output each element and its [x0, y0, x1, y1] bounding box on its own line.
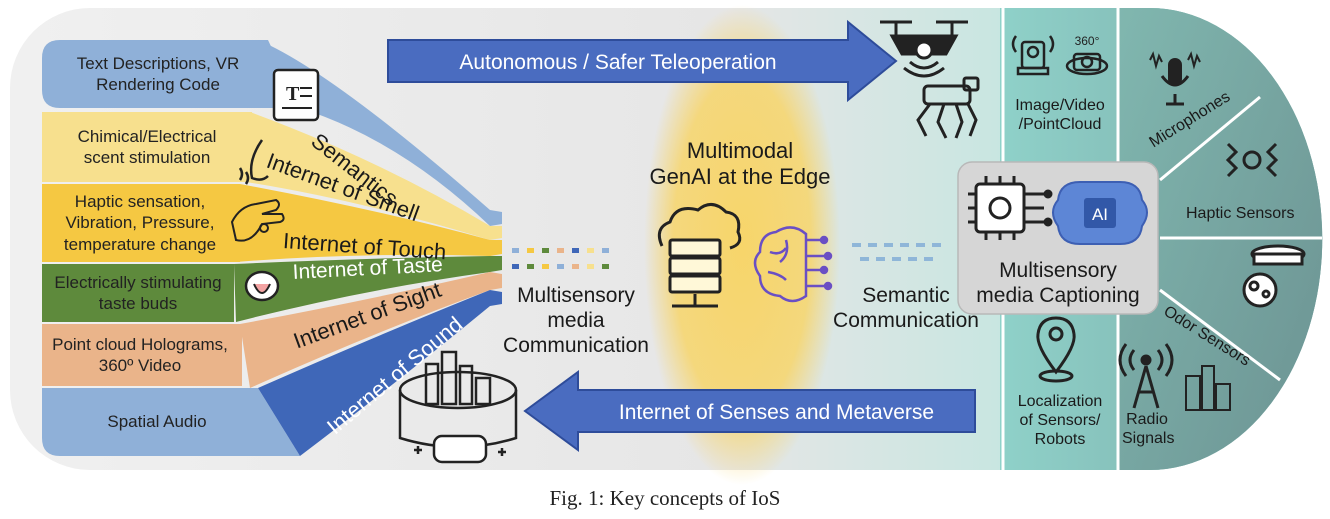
row-sight-text: Point cloud Holograms, 360º Video	[52, 334, 228, 375]
row-smell-text: Chimical/Electrical scent stimulation	[77, 126, 217, 167]
sensor-haptic-label: Haptic Sensors	[1186, 205, 1295, 222]
band-touch	[236, 184, 502, 262]
edge-glow	[644, 5, 840, 485]
processor-chip-icon	[968, 176, 1053, 240]
row-touch-text: Haptic sensation, Vibration, Pressure, t…	[63, 192, 217, 254]
nose-icon	[238, 139, 269, 185]
arrow-top-label: Autonomous / Safer Teleoperation	[459, 51, 777, 74]
camera-icon	[1011, 35, 1055, 76]
row-taste-text: Electrically stimulating taste buds	[54, 272, 222, 313]
location-pin-icon	[1036, 316, 1076, 383]
robot-dog-icon	[916, 76, 980, 139]
odor-sensor-icon	[1242, 244, 1306, 308]
tongue-icon	[244, 270, 280, 302]
ai-brain-icon	[1052, 181, 1148, 245]
figure-caption: Fig. 1: Key concepts of IoS	[549, 486, 781, 510]
row-taste-desc: Electrically stimulating taste buds	[42, 264, 234, 322]
row-touch-desc: Haptic sensation, Vibration, Pressure, t…	[42, 184, 238, 262]
cloud-server-icon	[657, 203, 742, 308]
arrow-bottom-label: Internet of Senses and Metaverse	[618, 401, 935, 424]
sensor-dividers	[1001, 8, 1322, 470]
row-sound-desc: Spatial Audio	[42, 388, 272, 456]
badge-360-label: 360°	[1075, 34, 1100, 48]
hand-icon	[230, 198, 285, 242]
microphone-icon	[1149, 51, 1201, 106]
camera-360-icon	[1065, 52, 1109, 76]
band-taste	[234, 256, 502, 322]
row-sight-desc: Point cloud Holograms, 360º Video	[42, 324, 238, 386]
captioning-label: Multisensory media Captioning	[976, 259, 1140, 308]
band-sight	[240, 272, 502, 388]
row-semantics-desc: Text Descriptions, VR Rendering Code	[42, 40, 274, 108]
data-dots-left	[512, 248, 609, 269]
vr-headset-city-icon	[398, 350, 518, 464]
sensor-localization-label: Localization of Sensors/ Robots	[1017, 393, 1103, 449]
band-sound	[258, 290, 502, 456]
radio-tower-icon	[1118, 343, 1174, 409]
haptic-sensor-icon	[1225, 142, 1279, 178]
city-icon	[1185, 365, 1231, 411]
semantic-comm-label: Semantic Communication	[833, 284, 979, 333]
left-rows	[42, 40, 300, 456]
row-sound-text: Spatial Audio	[107, 412, 207, 432]
arrow-metaverse	[523, 370, 976, 452]
band-smell	[246, 112, 502, 240]
row-semantics-text: Text Descriptions, VR Rendering Code	[76, 53, 240, 94]
arrow-teleoperation	[387, 19, 898, 103]
ai-chip-label: AI	[1092, 205, 1108, 224]
genai-label: Multimodal GenAI at the Edge	[649, 138, 831, 190]
document-icon: T	[272, 68, 320, 122]
sensor-image-label: Image/Video /PointCloud	[1015, 97, 1105, 134]
multisensory-comm-label: Multisensory media Communication	[503, 284, 649, 358]
sensor-radio-label: Radio Signals	[1122, 411, 1175, 448]
drone-icon	[880, 20, 968, 78]
svg-text:T: T	[286, 83, 300, 105]
data-dots-right	[852, 243, 941, 261]
row-smell-desc: Chimical/Electrical scent stimulation	[42, 112, 252, 182]
brain-circuit-icon	[753, 226, 833, 303]
